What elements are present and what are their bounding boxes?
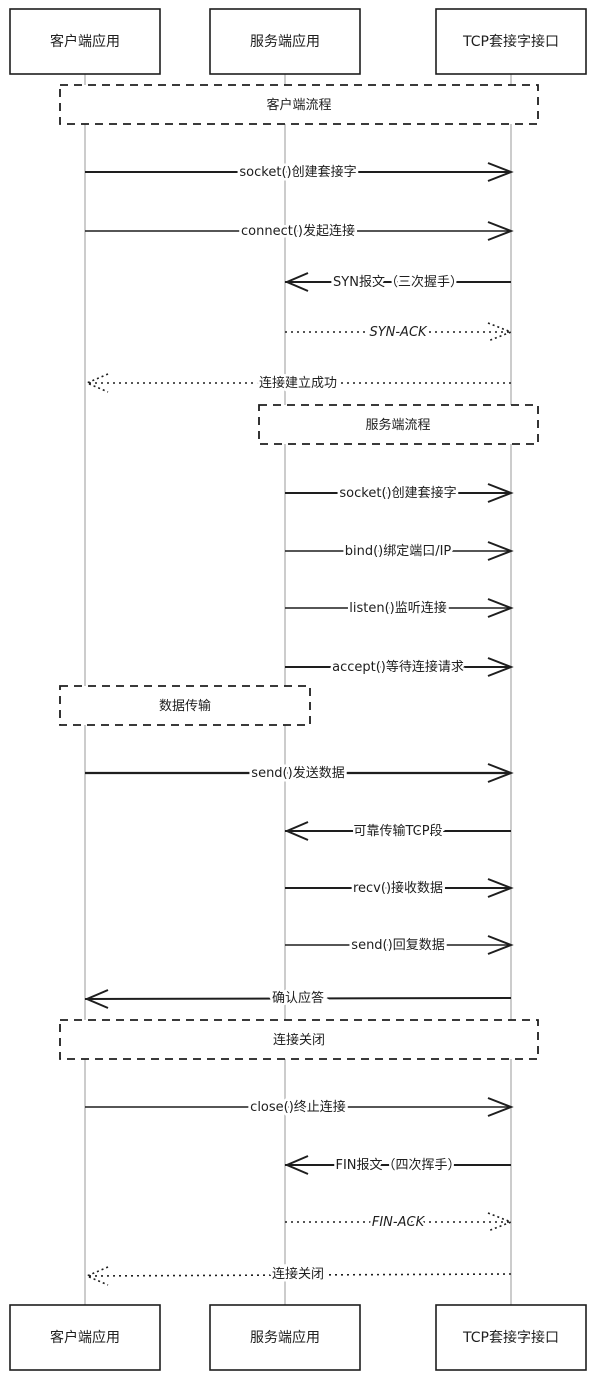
participant-label: 客户端应用	[50, 1329, 120, 1346]
message-syn: SYN报文（三次握手）	[284, 272, 511, 293]
message-label: 连接建立成功	[259, 375, 337, 391]
message-label: connect()发起连接	[241, 223, 355, 239]
message-label: 确认应答	[272, 990, 324, 1006]
participant-tcp-bottom: TCP套接字接口	[435, 1304, 587, 1371]
participant-server-top: 服务端应用	[209, 8, 361, 75]
participant-label: TCP套接字接口	[462, 1329, 559, 1346]
message-label: FIN报文（四次挥手）	[335, 1157, 460, 1173]
group-data-transfer: 数据传输	[59, 685, 311, 726]
message-client-send: send()发送数据	[85, 763, 514, 784]
message-label: bind()绑定端口/IP	[345, 544, 452, 559]
participant-tcp-top: TCP套接字接口	[435, 8, 587, 75]
message-label: SYN-ACK	[369, 325, 428, 340]
group-server-flow: 服务端流程	[258, 404, 539, 445]
group-label: 连接关闭	[273, 1032, 325, 1048]
message-label: SYN报文（三次握手）	[333, 274, 463, 290]
message-label: close()终止连接	[250, 1099, 346, 1115]
group-label: 数据传输	[159, 698, 211, 714]
participant-label: 客户端应用	[50, 33, 120, 50]
message-close: close()终止连接	[85, 1097, 514, 1118]
message-label: socket()创建套接字	[339, 485, 456, 501]
participant-label: 服务端应用	[250, 1329, 320, 1346]
participant-server-bottom: 服务端应用	[209, 1304, 361, 1371]
message-bind: bind()绑定端口/IP	[285, 541, 514, 562]
participant-client-top: 客户端应用	[9, 8, 161, 75]
message-server-socket: socket()创建套接字	[285, 483, 514, 504]
group-label: 服务端流程	[365, 417, 430, 433]
group-connection-close: 连接关闭	[59, 1019, 539, 1060]
message-label: send()发送数据	[251, 765, 344, 781]
message-client-socket: socket()创建套接字	[85, 162, 514, 183]
message-label: accept()等待连接请求	[332, 659, 464, 675]
message-server-send: send()回复数据	[285, 935, 514, 956]
participant-client-bottom: 客户端应用	[9, 1304, 161, 1371]
message-accept: accept()等待连接请求	[285, 657, 514, 678]
message-ack: 确认应答	[84, 988, 512, 1009]
group-label: 客户端流程	[266, 97, 331, 113]
message-label: 连接关闭	[272, 1266, 324, 1282]
message-connected: 连接建立成功	[84, 373, 511, 394]
message-label: listen()监听连接	[349, 600, 446, 616]
group-client-flow: 客户端流程	[59, 84, 539, 125]
message-label: send()回复数据	[351, 938, 444, 953]
message-fin: FIN报文（四次挥手）	[284, 1155, 511, 1176]
participant-label: 服务端应用	[250, 33, 320, 50]
message-listen: listen()监听连接	[285, 598, 514, 619]
message-fin-ack: FIN-ACK	[285, 1212, 514, 1233]
message-recv: recv()接收数据	[285, 878, 514, 899]
message-label: 可靠传输TCP段	[353, 823, 442, 839]
message-syn-ack: SYN-ACK	[285, 322, 514, 343]
message-tcp-segment: 可靠传输TCP段	[284, 821, 511, 842]
message-closed: 连接关闭	[84, 1264, 512, 1286]
message-label: socket()创建套接字	[239, 164, 356, 180]
participant-label: TCP套接字接口	[462, 33, 559, 50]
message-label: FIN-ACK	[372, 1215, 426, 1230]
message-connect: connect()发起连接	[85, 221, 514, 242]
message-label: recv()接收数据	[353, 880, 443, 896]
